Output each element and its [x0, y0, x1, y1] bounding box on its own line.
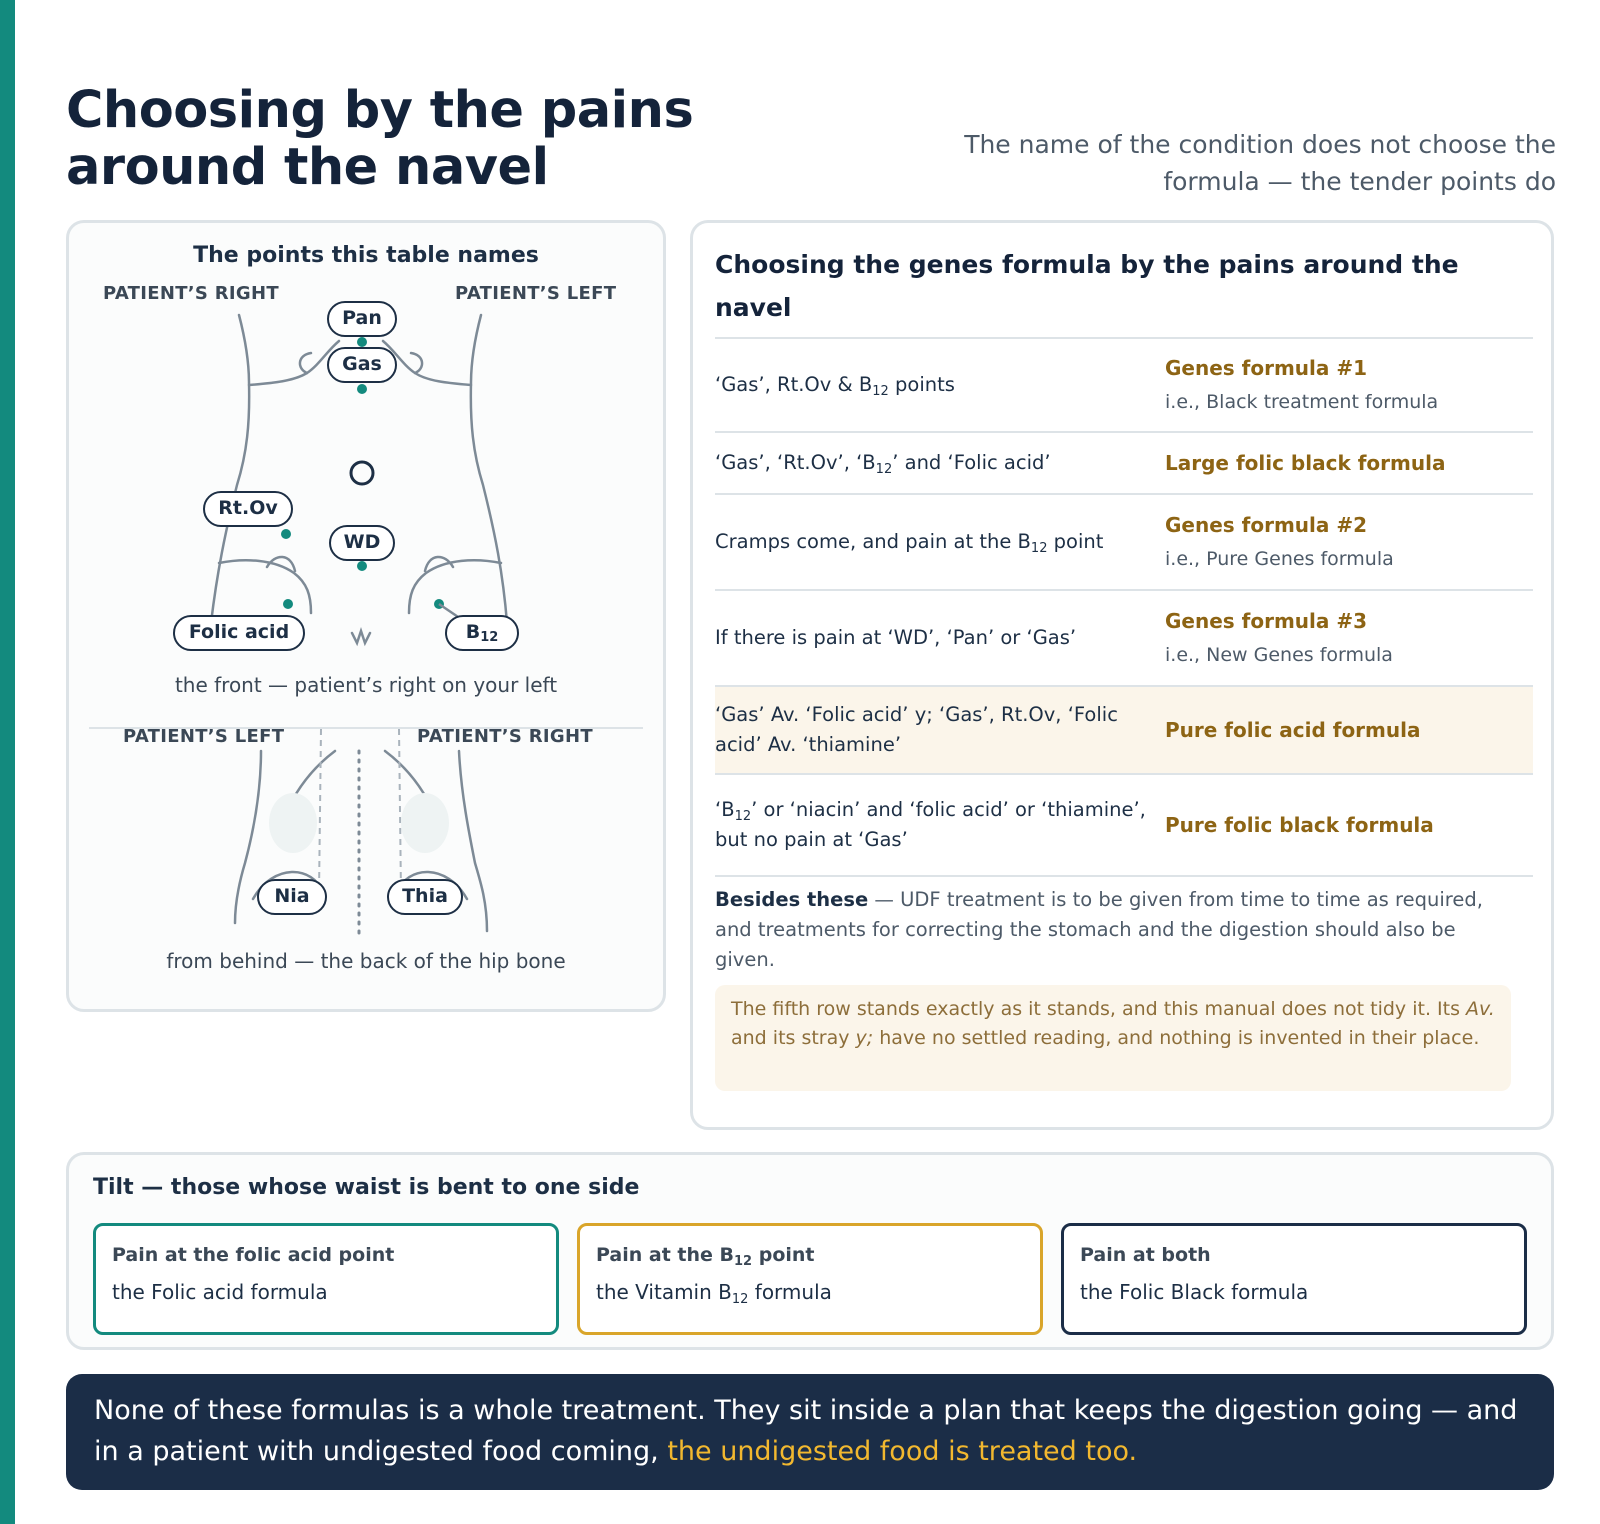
footer-text: None of these formulas is a whole treatm… — [94, 1395, 1518, 1467]
tilt-box-folic-acid: Pain at the folic acid point the Folic a… — [93, 1223, 559, 1335]
point-label-wd: WD — [329, 525, 395, 561]
row-formula: Genes formula #3 i.e., New Genes formula — [1165, 606, 1533, 670]
table-row: ‘Gas’, Rt.Ov & B12 points Genes formula … — [715, 339, 1533, 433]
diagram-title: The points this table names — [193, 243, 539, 268]
back-caption: from behind — the back of the hip bone — [166, 949, 566, 973]
formula-alt-name: i.e., Pure Genes formula — [1165, 548, 1394, 570]
tilt-card: Tilt — those whose waist is bent to one … — [66, 1152, 1554, 1350]
back-left-label: PATIENT’S LEFT — [123, 726, 285, 747]
tilt-box-heading: Pain at the B12 point — [596, 1244, 815, 1269]
besides-note: Besides these — UDF treatment is to be g… — [715, 885, 1515, 975]
page-subtitle: The name of the condition does not choos… — [964, 130, 1556, 196]
formula-name: Pure folic acid formula — [1165, 718, 1421, 742]
row-condition: ‘Gas’ Av. ‘Folic acid’ y; ‘Gas’, Rt.Ov, … — [715, 703, 1118, 756]
formula-name: Pure folic black formula — [1165, 813, 1434, 837]
row-formula: Pure folic black formula — [1165, 810, 1533, 840]
points-diagram-card: The points this table names PATIENT’S RI… — [66, 220, 666, 1012]
formula-alt-name: i.e., Black treatment formula — [1165, 391, 1439, 413]
table-title: Choosing the genes formula by the pains … — [715, 250, 1459, 322]
front-left-label: PATIENT’S LEFT — [455, 283, 617, 304]
back-right-label: PATIENT’S RIGHT — [417, 726, 593, 747]
front-caption: the front — patient’s right on your left — [174, 673, 558, 697]
besides-text: — UDF treatment is to be given from time… — [715, 888, 1483, 971]
formula-alt-name: i.e., New Genes formula — [1165, 644, 1393, 666]
point-label-b12: B12 — [445, 615, 519, 651]
formula-name: Large folic black formula — [1165, 451, 1446, 475]
tilt-title: Tilt — those whose waist is bent to one … — [93, 1175, 640, 1200]
tilt-box-formula: the Folic acid formula — [112, 1280, 328, 1304]
tilt-box-heading: Pain at the folic acid point — [112, 1244, 395, 1266]
tilt-box-b12: Pain at the B12 point the Vitamin B12 fo… — [577, 1223, 1043, 1335]
formula-name: Genes formula #3 — [1165, 609, 1368, 633]
point-label-pan: Pan — [327, 301, 397, 337]
body-outline-drawing — [209, 313, 509, 937]
accent-bar — [0, 0, 15, 1524]
point-label-folic-acid: Folic acid — [173, 615, 305, 651]
row-condition: ‘Gas’, Rt.Ov & B12 points — [715, 373, 955, 399]
diagram-divider — [89, 727, 643, 729]
table-row: ‘B12’ or ‘niacin’ and ‘folic acid’ or ‘t… — [715, 775, 1533, 877]
formula-name: Genes formula #1 — [1165, 356, 1368, 380]
b12-text: B — [465, 621, 481, 643]
row-formula: Pure folic acid formula — [1165, 715, 1533, 745]
tilt-box-heading: Pain at both — [1080, 1244, 1211, 1266]
footer-banner: None of these formulas is a whole treatm… — [66, 1374, 1554, 1490]
row-formula: Large folic black formula — [1165, 448, 1533, 478]
row-formula: Genes formula #2 i.e., Pure Genes formula — [1165, 510, 1533, 574]
besides-lead: Besides these — [715, 888, 869, 911]
table-row: ‘Gas’, ‘Rt.Ov’, ‘B12’ and ‘Folic acid’ L… — [715, 433, 1533, 495]
table-row: If there is pain at ‘WD’, ‘Pan’ or ‘Gas’… — [715, 591, 1533, 687]
row-condition: ‘B12’ or ‘niacin’ and ‘folic acid’ or ‘t… — [715, 798, 1146, 851]
row-formula: Genes formula #1 i.e., Black treatment fo… — [1165, 353, 1533, 417]
page-title: Choosing by the pains around the navel — [66, 81, 694, 197]
tilt-box-formula: the Folic Black formula — [1080, 1280, 1309, 1304]
point-label-gas: Gas — [327, 347, 397, 383]
fifth-row-note: The fifth row stands exactly as it stand… — [715, 985, 1511, 1091]
point-label-rtov: Rt.Ov — [203, 491, 293, 527]
front-right-label: PATIENT’S RIGHT — [103, 283, 279, 304]
point-label-thia: Thia — [387, 879, 463, 915]
row-condition: If there is pain at ‘WD’, ‘Pan’ or ‘Gas’ — [715, 626, 1077, 649]
tilt-box-both: Pain at both the Folic Black formula — [1061, 1223, 1527, 1335]
footer-highlight: the undigested food is treated too. — [667, 1436, 1138, 1467]
table-row-highlighted: ‘Gas’ Av. ‘Folic acid’ y; ‘Gas’, Rt.Ov, … — [715, 687, 1533, 775]
formula-table: ‘Gas’, Rt.Ov & B12 points Genes formula … — [715, 337, 1533, 877]
tilt-box-formula: the Vitamin B12 formula — [596, 1280, 832, 1307]
b12-subscript: 12 — [480, 630, 499, 645]
formula-table-card: Choosing the genes formula by the pains … — [690, 220, 1554, 1130]
row-condition: Cramps come, and pain at the B12 point — [715, 530, 1104, 556]
formula-name: Genes formula #2 — [1165, 513, 1368, 537]
table-row: Cramps come, and pain at the B12 point G… — [715, 495, 1533, 591]
point-label-nia: Nia — [257, 879, 327, 915]
row-condition: ‘Gas’, ‘Rt.Ov’, ‘B12’ and ‘Folic acid’ — [715, 451, 1051, 477]
